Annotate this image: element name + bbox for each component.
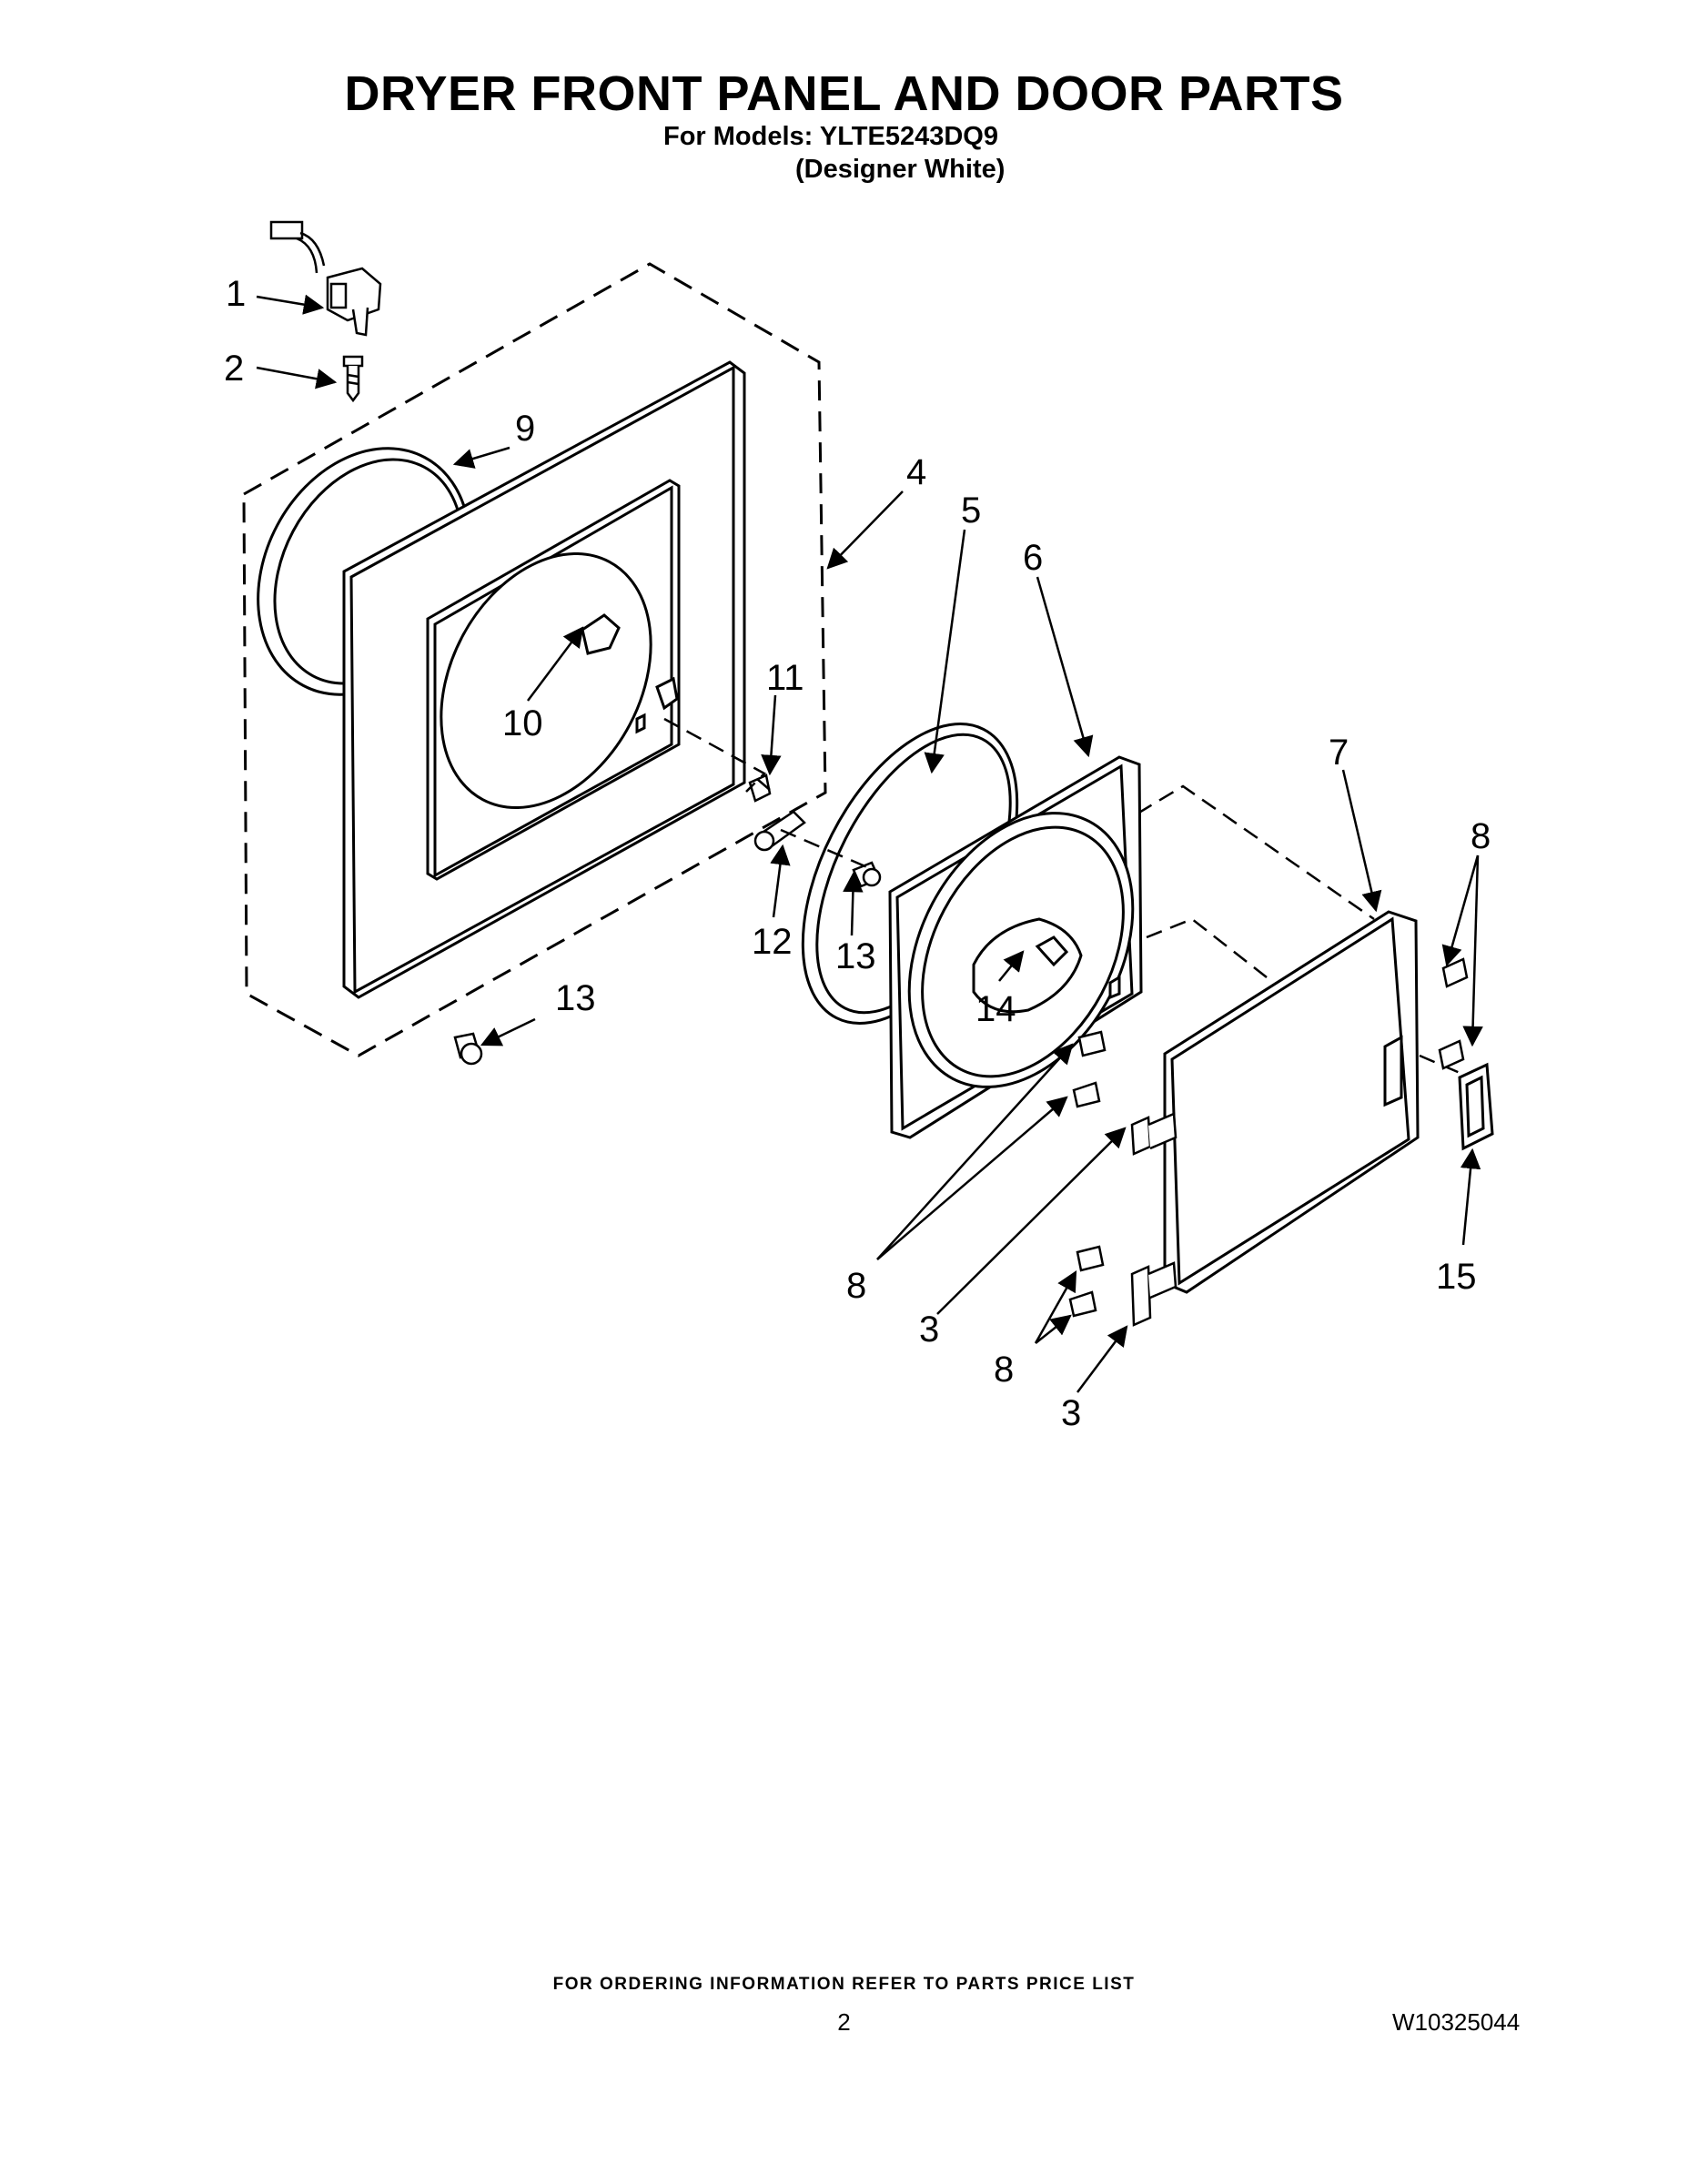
- door-strike: [748, 774, 772, 803]
- callout-15: 15: [1436, 1257, 1477, 1297]
- outer-door: [1163, 910, 1420, 1294]
- inner-door-screw: [852, 861, 882, 888]
- callout-5: 5: [961, 490, 981, 531]
- callout-12: 12: [752, 922, 793, 962]
- inner-door: [888, 755, 1143, 1139]
- callout-8-left: 8: [846, 1266, 866, 1306]
- front-panel-assembly-outline: [242, 262, 827, 1057]
- callout-8-lower: 8: [994, 1350, 1014, 1390]
- callout-11: 11: [766, 658, 804, 698]
- upper-hinge: [1130, 1112, 1178, 1156]
- page-number: 2: [837, 2008, 851, 2036]
- callout-8-top: 8: [1471, 816, 1491, 856]
- callout-10: 10: [502, 703, 543, 743]
- callout-arrows: [256, 294, 1483, 1393]
- callout-1: 1: [226, 274, 246, 314]
- callout-3-lower: 3: [1061, 1393, 1081, 1433]
- lower-hinge: [1130, 1261, 1178, 1327]
- door-handle: [1458, 1062, 1494, 1151]
- model-info: For Models: YLTE5243DQ9 (Designer White): [663, 120, 1005, 186]
- document-number: W10325044: [1392, 2008, 1521, 2036]
- variant-line: (Designer White): [795, 155, 1006, 184]
- door-switch: [269, 220, 382, 337]
- models-line: For Models: YLTE5243DQ9: [663, 122, 998, 151]
- callout-14: 14: [975, 989, 1016, 1029]
- callout-9: 9: [515, 409, 535, 449]
- callout-13-lower: 13: [555, 978, 596, 1018]
- ordering-note: FOR ORDERING INFORMATION REFER TO PARTS …: [552, 1975, 1136, 1994]
- callout-3-upper: 3: [919, 1309, 939, 1350]
- callout-2: 2: [224, 349, 244, 389]
- panel-screw: [753, 810, 806, 852]
- callout-4: 4: [906, 452, 926, 492]
- callout-7: 7: [1329, 733, 1349, 773]
- lower-screw: [453, 1032, 483, 1066]
- callout-13-door: 13: [835, 936, 876, 976]
- callout-labels: 1 2 9 4 5 6 10 11 12 13 13 14 7 8 8 3 8 …: [224, 274, 1491, 1433]
- page-title: DRYER FRONT PANEL AND DOOR PARTS: [344, 66, 1344, 121]
- callout-6: 6: [1023, 538, 1043, 578]
- switch-screw: [342, 355, 364, 403]
